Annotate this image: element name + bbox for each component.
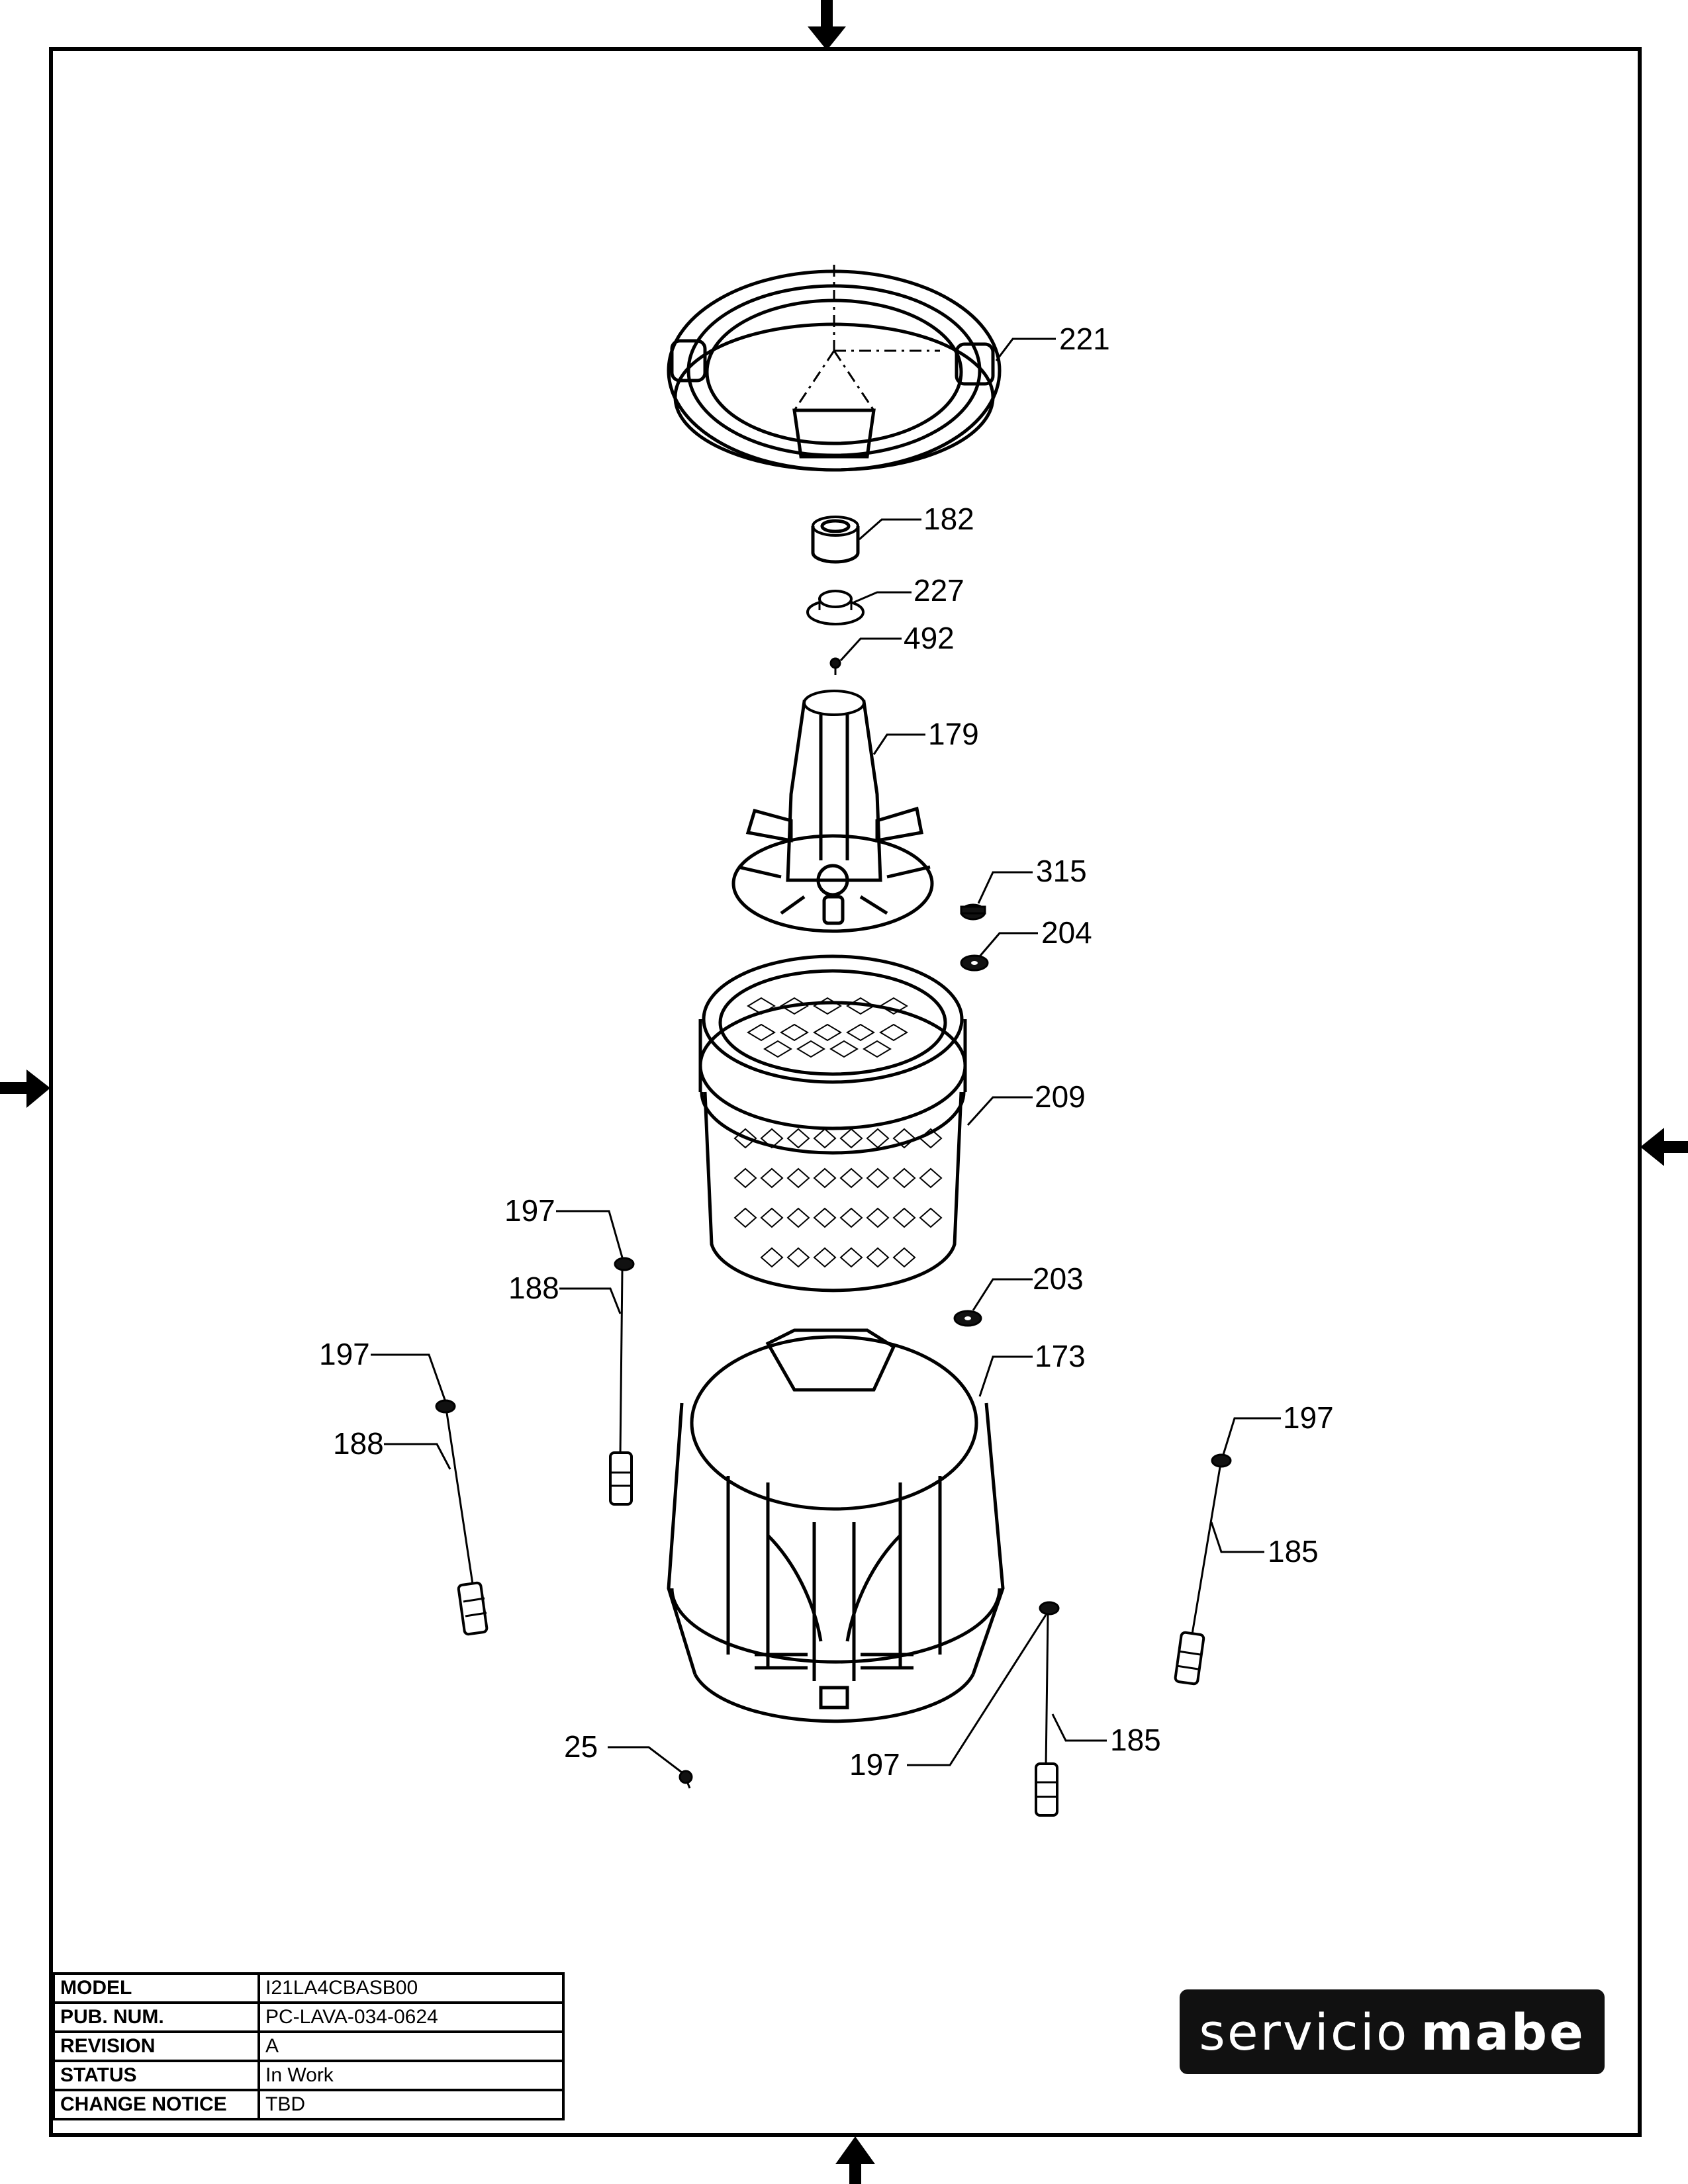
title-block-label: CHANGE NOTICE — [52, 2089, 260, 2120]
part-185-rod-bottom — [1035, 1601, 1060, 1817]
part-173-outer-tub — [667, 1328, 1005, 1723]
drawing-frame — [49, 47, 1642, 2137]
right-side-arrow — [1640, 1128, 1688, 1166]
title-block-value: TBD — [258, 2089, 565, 2120]
title-block-label: STATUS — [52, 2060, 260, 2091]
leader-lines — [371, 338, 1281, 1774]
bottom-center-arrow — [835, 2136, 875, 2184]
title-block-label: MODEL — [52, 1972, 260, 2004]
callout-25: 25 — [564, 1729, 598, 1764]
title-block-value: PC-LAVA-034-0624 — [258, 2001, 565, 2033]
part-209-basket — [698, 954, 967, 1293]
part-227-flange — [806, 590, 865, 625]
part-221-balance-ring — [667, 265, 1002, 472]
title-block-row: PUB. NUM. PC-LAVA-034-0624 — [52, 2001, 565, 2033]
callout-203: 203 — [1033, 1261, 1084, 1296]
title-block-value: A — [258, 2030, 565, 2062]
callout-185-bottom: 185 — [1110, 1723, 1161, 1757]
callout-188-upper: 188 — [508, 1271, 559, 1305]
title-block-label: PUB. NUM. — [52, 2001, 260, 2033]
part-204-washer — [960, 954, 989, 972]
servicio-mabe-logo: servicio mabe — [1180, 1989, 1605, 2074]
title-block: MODEL I21LA4CBASB00 PUB. NUM. PC-LAVA-03… — [52, 1972, 565, 2120]
title-block-row: CHANGE NOTICE TBD — [52, 2089, 565, 2120]
title-block-row: REVISION A — [52, 2030, 565, 2062]
part-185-rod-right — [1174, 1453, 1232, 1686]
callout-197-left: 197 — [319, 1337, 370, 1371]
part-179-hub — [731, 690, 934, 933]
part-203-washer — [953, 1310, 982, 1327]
part-492-screw — [829, 657, 841, 675]
callout-197-right: 197 — [1283, 1400, 1334, 1435]
part-315-cap — [960, 903, 986, 921]
title-block-row: MODEL I21LA4CBASB00 — [52, 1972, 565, 2004]
callout-204: 204 — [1041, 915, 1092, 950]
callout-221: 221 — [1059, 322, 1110, 356]
callout-209: 209 — [1035, 1079, 1086, 1114]
logo-word-mabe: mabe — [1421, 2002, 1585, 2062]
callout-182: 182 — [923, 502, 974, 536]
logo-word-servicio: servicio — [1199, 2002, 1409, 2062]
callout-315: 315 — [1036, 854, 1087, 888]
callout-492: 492 — [904, 621, 955, 655]
callout-197-upper-left: 197 — [504, 1193, 555, 1228]
title-block-row: STATUS In Work — [52, 2060, 565, 2091]
part-25-screw — [679, 1770, 693, 1789]
title-block-label: REVISION — [52, 2030, 260, 2062]
left-side-arrow — [0, 1069, 50, 1108]
callout-227: 227 — [914, 573, 964, 608]
part-188-rod-upper — [609, 1257, 635, 1506]
top-center-arrow — [808, 0, 846, 50]
callout-185-right: 185 — [1268, 1534, 1319, 1569]
title-block-value: I21LA4CBASB00 — [258, 1972, 565, 2004]
callout-188-lower: 188 — [333, 1426, 384, 1461]
title-block-value: In Work — [258, 2060, 565, 2091]
part-188-rod-lower — [435, 1399, 489, 1636]
callout-179: 179 — [928, 717, 979, 751]
callout-197-bottom: 197 — [849, 1747, 900, 1782]
part-182-bushing — [811, 516, 860, 564]
callout-173: 173 — [1035, 1339, 1086, 1373]
